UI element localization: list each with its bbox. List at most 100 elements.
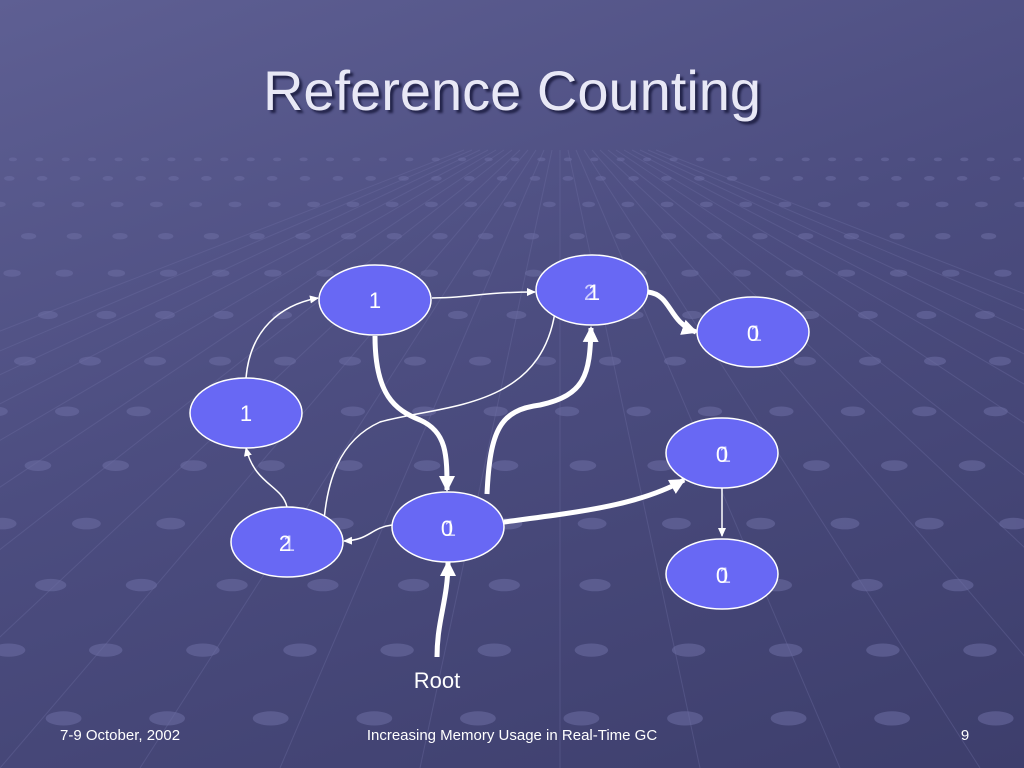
background-dot	[140, 157, 150, 162]
background-dot	[577, 517, 607, 530]
background-dot	[616, 157, 625, 162]
background-dot	[769, 643, 803, 657]
background-dot	[563, 157, 573, 162]
background-dot	[295, 233, 311, 240]
node-n3-count: 0	[747, 321, 759, 346]
background-dot	[667, 711, 703, 726]
background-dot	[365, 176, 377, 181]
background-dot	[61, 157, 70, 162]
background-line	[0, 149, 521, 638]
background-dot	[458, 157, 467, 162]
background-dot	[273, 157, 282, 162]
background-dot	[89, 643, 123, 657]
background-dot	[378, 157, 387, 162]
background-dot	[212, 269, 230, 277]
background-dot	[697, 406, 723, 417]
background-dot	[420, 269, 438, 277]
background-dot	[469, 356, 491, 366]
background-dot	[125, 578, 157, 592]
background-dot	[102, 460, 129, 471]
background-dot	[722, 157, 731, 162]
background-line	[279, 149, 545, 768]
background-dot	[825, 176, 836, 181]
edge-n1-n7	[372, 335, 455, 492]
background-dot	[510, 157, 520, 162]
background-line	[615, 149, 1024, 424]
background-dot	[14, 356, 36, 366]
background-dot	[69, 176, 81, 181]
node-n5: 1 0	[665, 417, 779, 489]
background-dot	[234, 176, 245, 181]
background-dot	[983, 406, 1008, 417]
slide-title: Reference Counting	[262, 59, 762, 122]
background-dot	[891, 176, 902, 181]
background-dot	[582, 201, 595, 208]
background-dot	[201, 176, 212, 181]
background-line	[0, 149, 465, 332]
background-dot	[460, 711, 496, 726]
background-dot	[599, 356, 621, 366]
background-dot	[267, 201, 281, 208]
background-dot	[32, 201, 45, 208]
background-dot	[483, 406, 508, 417]
background-line	[567, 149, 701, 768]
node-n6-count: 2	[279, 531, 291, 556]
background-line	[631, 149, 1024, 355]
background-dot	[24, 460, 52, 471]
background-dot	[529, 176, 541, 181]
node-n3-ghost: 1	[750, 321, 762, 346]
background-dot	[21, 233, 37, 240]
background-dot	[960, 157, 969, 162]
background-dot	[0, 643, 26, 657]
edge-root-n7	[434, 560, 456, 658]
background-dot	[332, 176, 344, 181]
background-dot	[307, 578, 339, 592]
background-dot	[569, 460, 597, 471]
background-dot	[935, 233, 951, 240]
background-dot	[661, 176, 672, 181]
background-line	[655, 149, 1024, 295]
background-dot	[209, 356, 231, 366]
background-dot	[534, 356, 556, 366]
background-line	[139, 149, 537, 768]
background-dot	[316, 269, 334, 277]
node-n6-ghost: 1	[283, 531, 295, 556]
node-n7-ghost: 1	[444, 516, 456, 541]
background-dot	[579, 578, 611, 592]
background-dot	[669, 157, 678, 162]
background-dot	[0, 517, 17, 530]
node-n8: 1 0	[665, 538, 779, 610]
background-dot	[249, 233, 265, 240]
background-dot	[866, 643, 900, 657]
node-n8-count: 0	[716, 563, 728, 588]
background-dot	[186, 643, 220, 657]
background-dot	[798, 233, 814, 240]
background-line	[0, 149, 473, 352]
background-dot	[203, 233, 219, 240]
background-dot	[79, 356, 101, 366]
background-dot	[837, 269, 856, 277]
background-line	[591, 149, 1024, 657]
background-dot	[149, 711, 186, 726]
background-dot	[977, 711, 1014, 726]
node-n2-ghost: 2	[584, 280, 596, 305]
background-dot	[801, 157, 810, 162]
background-dot	[830, 517, 860, 530]
background-dot	[803, 460, 830, 471]
background-dot	[431, 157, 440, 162]
background-dot	[180, 460, 207, 471]
background-dot	[628, 176, 639, 181]
background-dot	[356, 711, 393, 726]
edge-n7-n2	[484, 326, 599, 495]
background-line	[599, 149, 1024, 548]
background-dot	[55, 406, 80, 417]
node-n1-count: 1	[369, 288, 381, 313]
background-dot	[213, 310, 234, 320]
background-dot	[386, 233, 402, 240]
background-dot	[1013, 157, 1022, 162]
background-dot	[341, 233, 357, 240]
background-dot	[907, 157, 916, 162]
background-dot	[66, 233, 82, 240]
background-line	[623, 149, 1024, 385]
node-n8-ghost: 1	[719, 563, 731, 588]
